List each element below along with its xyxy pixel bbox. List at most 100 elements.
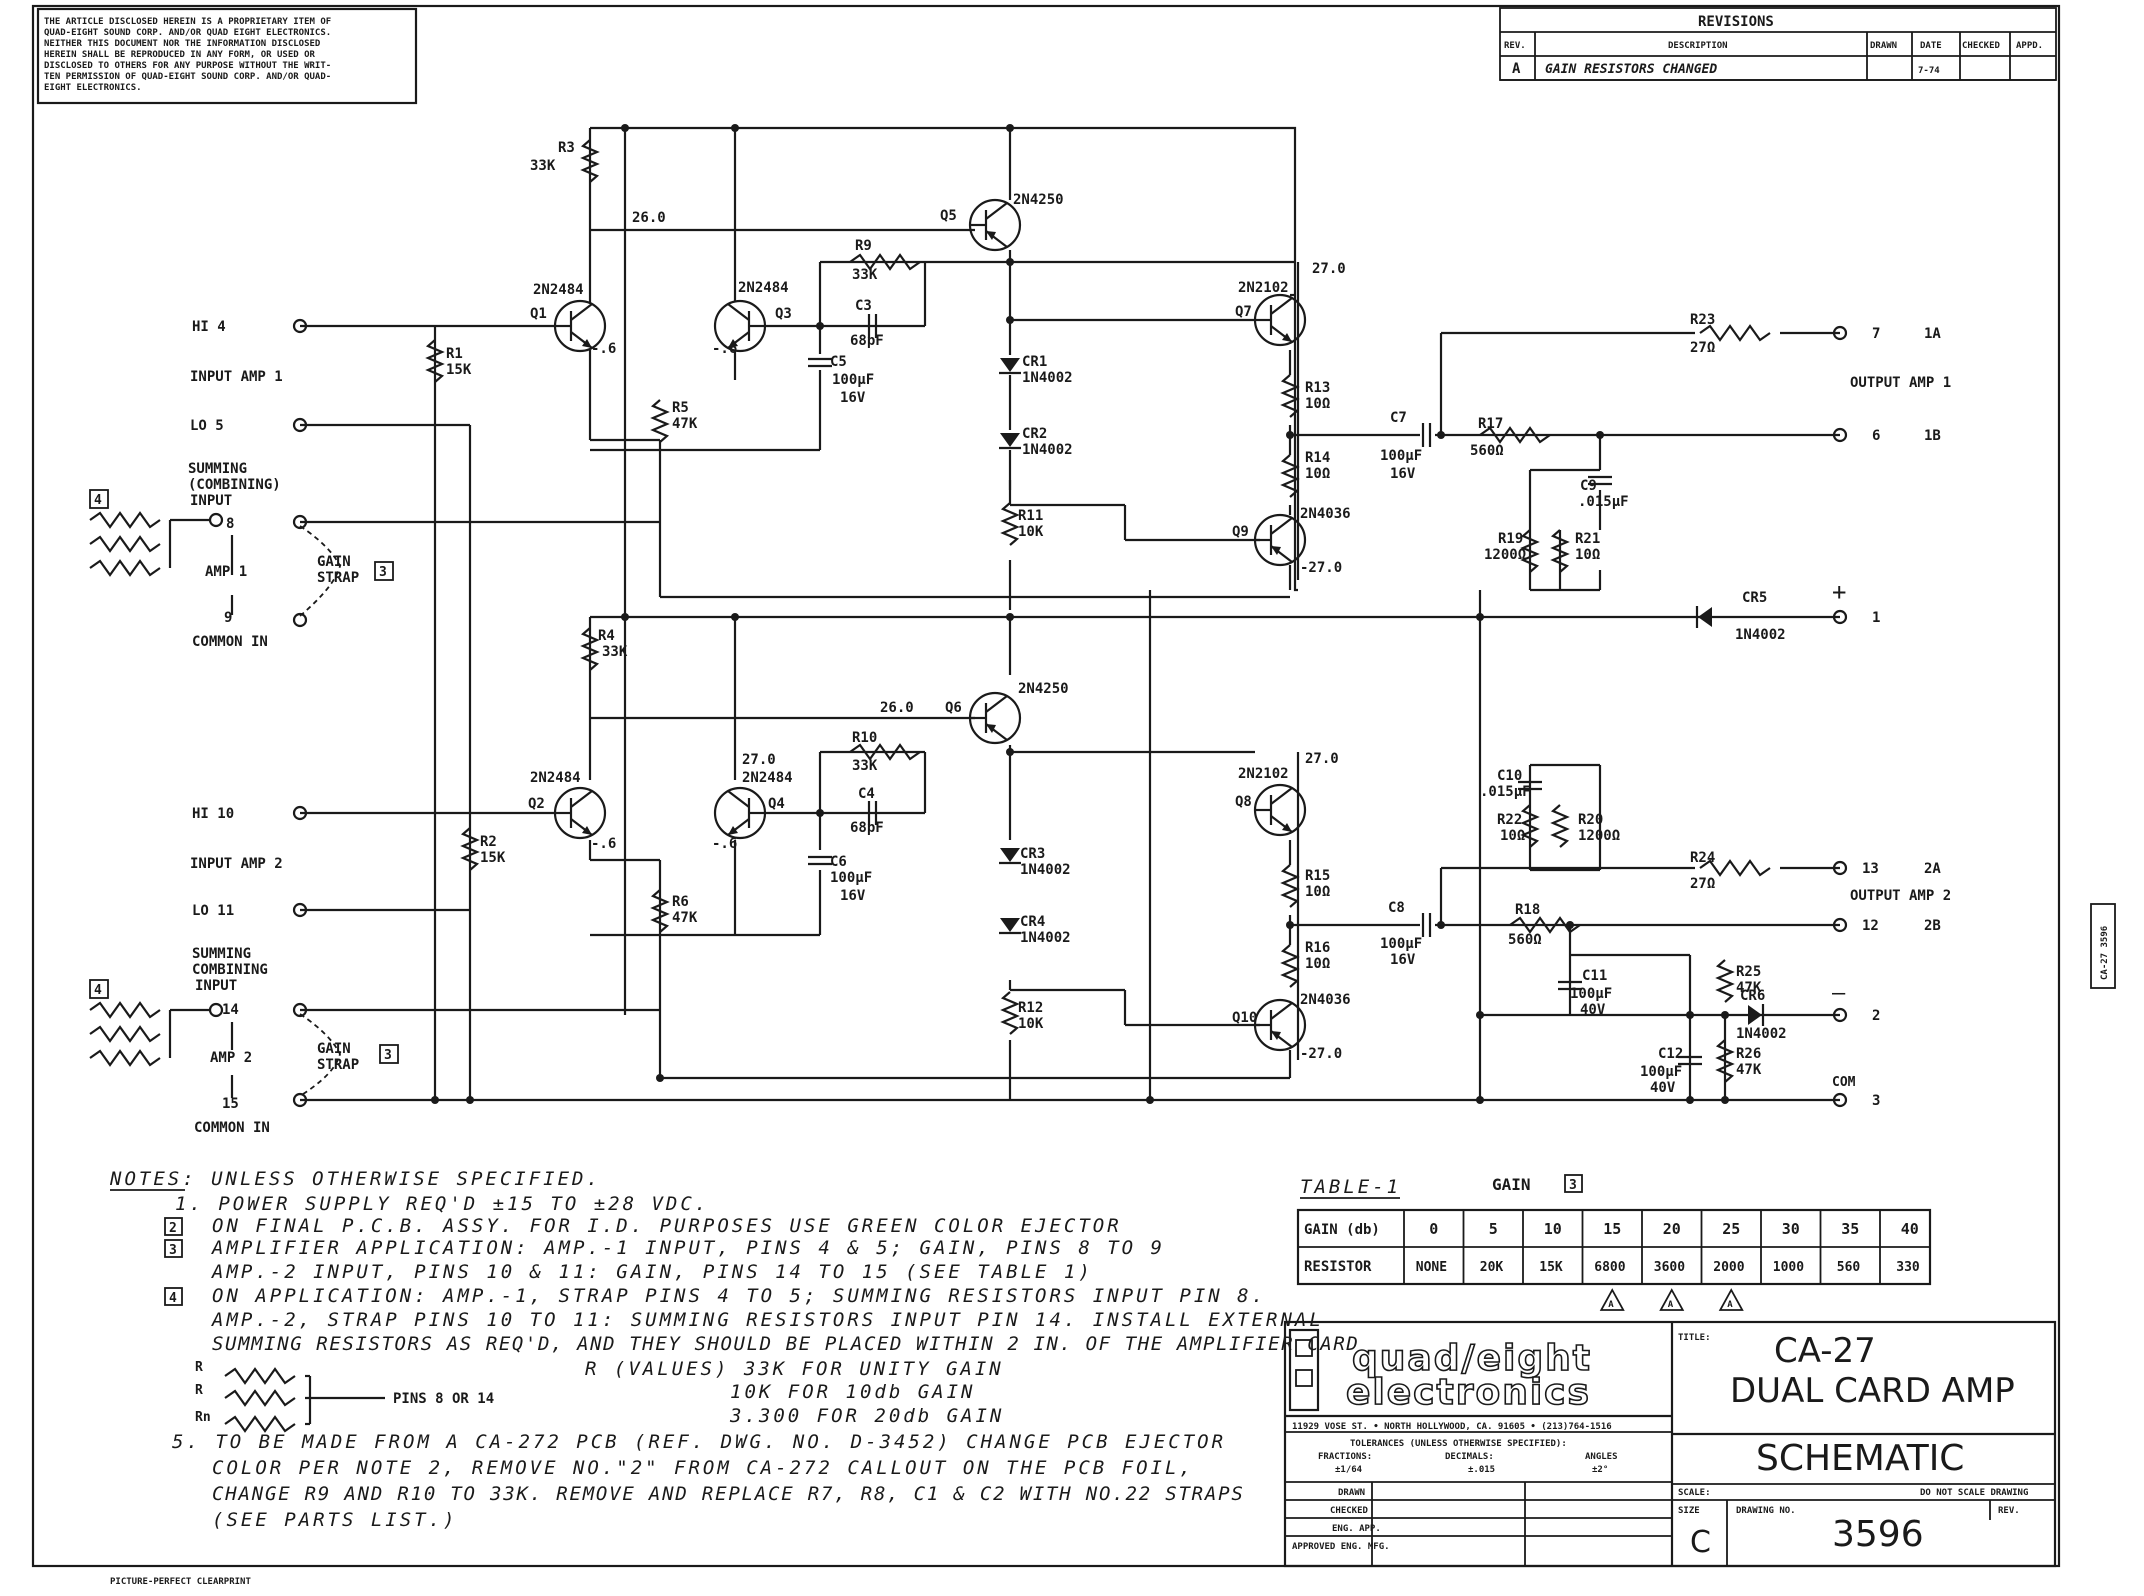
r14-label: R14 xyxy=(1305,450,1330,466)
r12-value: 10K xyxy=(1018,1016,1044,1032)
note-num: 2 xyxy=(169,1221,177,1236)
c9-label: C9 xyxy=(1580,478,1597,494)
c9-value: .015µF xyxy=(1578,494,1629,510)
q10-ref: Q10 xyxy=(1232,1010,1257,1026)
r4-value: 33K xyxy=(602,644,628,660)
r22-label: R22 xyxy=(1497,812,1522,828)
r25-value: 47K xyxy=(1736,980,1762,996)
cr2-value: 1N4002 xyxy=(1022,442,1073,458)
rev-letter: A xyxy=(1512,61,1521,77)
c5-label: C5 xyxy=(830,354,847,370)
notice-line: EIGHT ELECTRONICS. xyxy=(44,83,142,93)
revision-triangle xyxy=(1599,1288,1625,1311)
r13-value: 10Ω xyxy=(1305,396,1330,412)
revision-triangle xyxy=(1659,1288,1685,1311)
rev-label: REV. xyxy=(1998,1506,2020,1516)
pin-lo5: LO 5 xyxy=(190,418,224,434)
c11-value: 100µF xyxy=(1570,986,1612,1002)
q6-ref: Q6 xyxy=(945,700,962,716)
dwg-label: DRAWING NO. xyxy=(1736,1506,1796,1516)
note-5d: (SEE PARTS LIST.) xyxy=(212,1509,457,1531)
q10-voltage: -27.0 xyxy=(1300,1046,1342,1062)
c12-value: 100µF xyxy=(1640,1064,1682,1080)
c5-value: 100µF xyxy=(832,372,874,388)
q7-ref: Q7 xyxy=(1235,304,1252,320)
c6-voltage: 16V xyxy=(840,888,866,904)
r20-value: 1200Ω xyxy=(1578,828,1620,844)
q1-type: 2N2484 xyxy=(533,282,584,298)
summing2-line: COMBINING xyxy=(192,962,268,978)
note-5c: CHANGE R9 AND R10 TO 33K. REMOVE AND REP… xyxy=(212,1483,1245,1505)
pin-6: 6 xyxy=(1872,428,1880,444)
pin-13: 13 xyxy=(1862,861,1879,877)
note-4c: SUMMING RESISTORS AS REQ'D, AND THEY SHO… xyxy=(212,1333,1359,1355)
c5-voltage: 16V xyxy=(840,390,866,406)
gain-value: 35 xyxy=(1841,1220,1859,1238)
notice-line: HEREIN SHALL BE REPRODUCED IN ANY FORM, … xyxy=(44,50,316,60)
rev-header: REV. xyxy=(1504,41,1526,51)
drawing-number: 3596 xyxy=(1832,1514,1924,1555)
input-amp1-label: INPUT AMP 1 xyxy=(190,369,283,385)
no-scale-note: DO NOT SCALE DRAWING xyxy=(1920,1488,2028,1498)
gain-strap-line: STRAP xyxy=(317,570,359,586)
tolerances-label: TOLERANCES (UNLESS OTHERWISE SPECIFIED): xyxy=(1350,1439,1567,1449)
cr5-value: 1N4002 xyxy=(1735,627,1786,643)
c7-voltage: 16V xyxy=(1390,466,1416,482)
emitter-voltage: -.6 xyxy=(591,836,616,852)
tol-col: DECIMALS: xyxy=(1445,1452,1494,1462)
q10-type: 2N4036 xyxy=(1300,992,1351,1008)
c7-value: 100µF xyxy=(1380,448,1422,464)
pin-hi4: HI 4 xyxy=(192,319,226,335)
cr6-value: 1N4002 xyxy=(1736,1026,1787,1042)
gain-value: 20 xyxy=(1663,1220,1681,1238)
sign-row: APPROVED ENG. MFG. xyxy=(1292,1542,1390,1552)
gain-strap-line: GAIN xyxy=(317,554,351,570)
sum-r: R xyxy=(195,1360,203,1375)
pin-1: 1 xyxy=(1872,610,1880,626)
common2-label: COMMON IN xyxy=(194,1120,270,1136)
r10-label: R10 xyxy=(852,730,877,746)
c7-label: C7 xyxy=(1390,410,1407,426)
revision-mark: A xyxy=(1727,1300,1733,1310)
summing1-line: INPUT xyxy=(190,493,232,509)
revisions-title: REVISIONS xyxy=(1698,14,1774,30)
pin-labels: HI 4 INPUT AMP 1 LO 5 SUMMING (COMBINING… xyxy=(94,319,1951,1136)
resistor-value: 20K xyxy=(1480,1260,1504,1275)
note-4e: 10K FOR 10db GAIN xyxy=(730,1381,975,1403)
q3-type: 2N2484 xyxy=(738,280,789,296)
sum-rn: Rn xyxy=(195,1410,211,1425)
q2-ref: Q2 xyxy=(528,796,545,812)
cr2-label: CR2 xyxy=(1022,426,1047,442)
rev-header: DESCRIPTION xyxy=(1668,41,1728,51)
component-labels: R3 33K 26.0 Q5 2N4250 R9 33K C3 68pF 2N2… xyxy=(446,140,1787,1096)
q1-ref: Q1 xyxy=(530,306,547,322)
summing1-line: SUMMING xyxy=(188,461,247,477)
common-label: COM xyxy=(1832,1075,1856,1090)
cr1-label: CR1 xyxy=(1022,354,1047,370)
revisions-block: REVISIONS REV. DESCRIPTION DRAWN DATE CH… xyxy=(1499,7,2057,81)
node-voltage: 27.0 xyxy=(1305,751,1339,767)
resistor-value: 330 xyxy=(1896,1260,1920,1275)
r3-label: R3 xyxy=(558,140,575,156)
c11-voltage: 40V xyxy=(1580,1002,1606,1018)
gain-value: 10 xyxy=(1544,1220,1562,1238)
summing2-line: INPUT xyxy=(195,978,237,994)
pin-2: 2 xyxy=(1872,1008,1880,1024)
r1-value: 15K xyxy=(446,362,472,378)
r6-value: 47K xyxy=(672,910,698,926)
r23-label: R23 xyxy=(1690,312,1715,328)
sheet-size: C xyxy=(1690,1525,1711,1560)
rev-header: APPD. xyxy=(2016,41,2043,51)
notice-line: TEN PERMISSION OF QUAD-EIGHT SOUND CORP.… xyxy=(44,72,331,82)
r24-label: R24 xyxy=(1690,850,1715,866)
r22-value: 10Ω xyxy=(1500,828,1525,844)
r25-label: R25 xyxy=(1736,964,1761,980)
amp1-label: AMP 1 xyxy=(205,564,247,580)
c10-label: C10 xyxy=(1497,768,1522,784)
gain-value: 0 xyxy=(1429,1220,1438,1238)
r20-label: R20 xyxy=(1578,812,1603,828)
r9-label: R9 xyxy=(855,238,872,254)
note-5b: COLOR PER NOTE 2, REMOVE NO."2" FROM CA-… xyxy=(212,1457,1194,1479)
sum-pins: PINS 8 OR 14 xyxy=(393,1391,494,1407)
